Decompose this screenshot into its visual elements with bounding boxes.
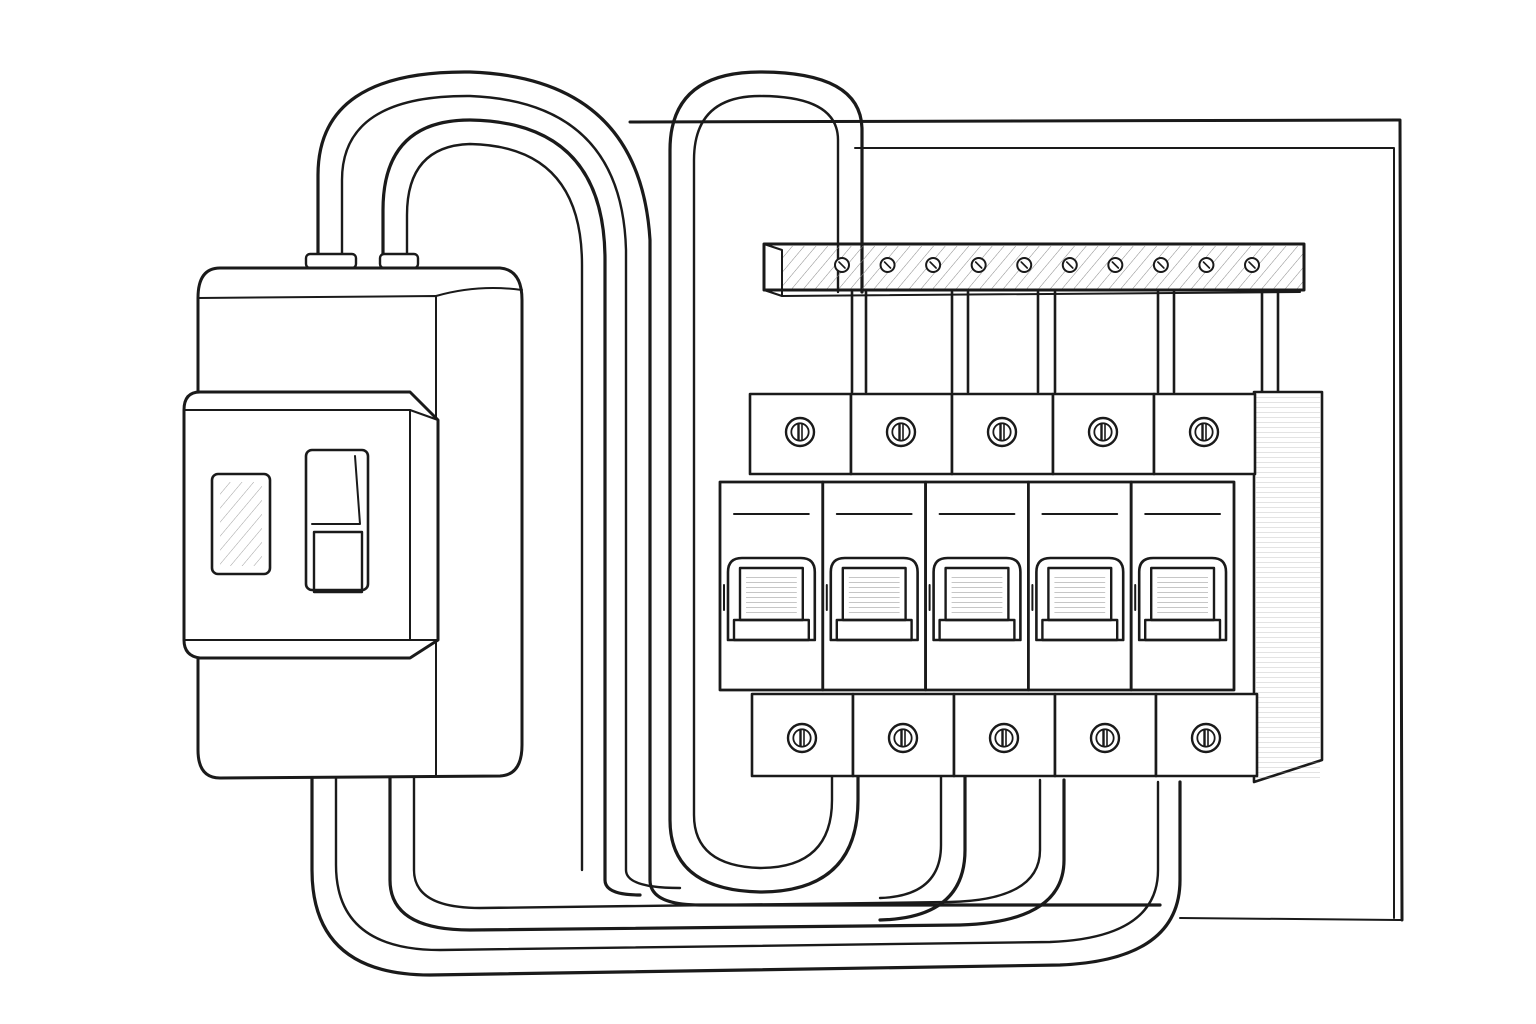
breaker-module (924, 480, 1030, 692)
cable-icon (310, 776, 1182, 977)
bottom-terminal (750, 692, 855, 778)
screw-icon (1198, 257, 1215, 273)
cable-icon (316, 70, 1162, 907)
top-terminal (748, 392, 853, 476)
screw-icon (784, 416, 816, 448)
top-terminal (1152, 392, 1257, 476)
screw-icon (1188, 416, 1220, 448)
top-terminal (950, 392, 1055, 476)
breaker-icon (835, 566, 913, 642)
screw-icon (986, 416, 1018, 448)
screw-icon (834, 257, 850, 273)
breaker-icon (1143, 566, 1222, 642)
screw-icon (1061, 257, 1078, 273)
busbar (762, 242, 1306, 297)
screw-icon (1152, 257, 1169, 273)
screw-icon (925, 257, 942, 273)
screw-icon (1087, 416, 1119, 448)
cable-icon (381, 118, 642, 897)
screw-icon (970, 257, 987, 273)
main-switch-unit (182, 252, 524, 780)
bottom-terminal (851, 692, 956, 778)
breaker-icon (732, 566, 811, 642)
enclosure-back-plate (628, 118, 1404, 922)
breaker-module (718, 480, 825, 692)
screw-icon (1190, 722, 1222, 754)
top-terminal-row (748, 392, 1257, 476)
cable-bundle (310, 70, 1182, 977)
screw-icon (1016, 257, 1033, 273)
breaker-icon (938, 566, 1016, 642)
breaker-icon (1041, 566, 1119, 642)
screw-icon (887, 722, 919, 754)
screw-icon (988, 722, 1020, 754)
bottom-terminal (952, 692, 1057, 778)
bottom-terminal-row (750, 692, 1259, 778)
bottom-terminal (1053, 692, 1158, 778)
screw-icon (1244, 257, 1260, 273)
screw-icon (885, 416, 917, 448)
breaker-block-housing (1252, 390, 1324, 784)
screw-icon (879, 257, 896, 273)
breaker-row (718, 480, 1236, 692)
cable-icon (668, 70, 864, 894)
breaker-module (1027, 480, 1133, 692)
breaker-module (1129, 480, 1236, 692)
breaker-module (821, 480, 927, 692)
top-terminal (1051, 392, 1156, 476)
screw-icon (1089, 722, 1121, 754)
screw-icon (1107, 257, 1124, 273)
cable-icon (388, 776, 1066, 932)
busbar-droppers (850, 290, 1280, 394)
bottom-terminal (1154, 692, 1259, 778)
main-switch-icon (304, 448, 370, 592)
screw-icon (786, 722, 818, 754)
top-terminal (849, 392, 954, 476)
